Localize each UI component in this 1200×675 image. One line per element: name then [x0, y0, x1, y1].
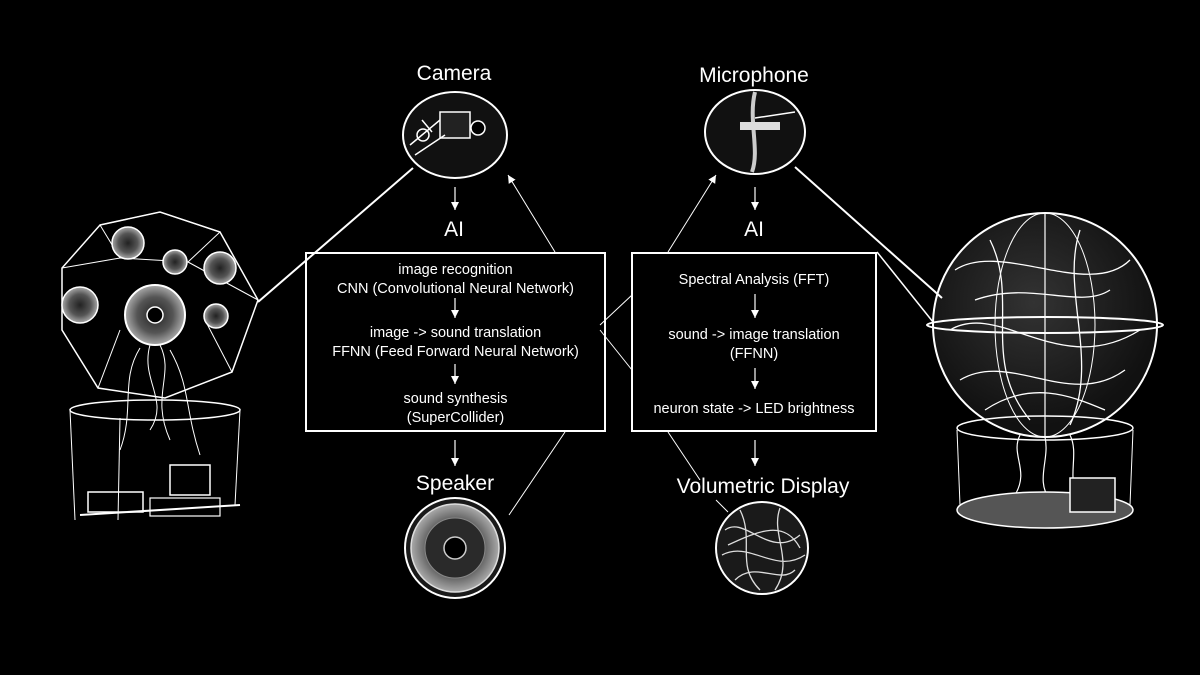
spectral-analysis-text: Spectral Analysis (FFT): [678, 272, 830, 288]
ffnn-text: FFNN (Feed Forward Neural Network): [332, 344, 579, 360]
right-ffnn-text: (FFNN): [729, 346, 779, 362]
microphone-photo: [704, 89, 806, 175]
flow-arrows: [451, 187, 759, 466]
sound-synthesis-text: sound synthesis: [403, 391, 508, 407]
left-ai-process-box: image recognition CNN (Convolutional Neu…: [305, 252, 606, 432]
camera-label: Camera: [416, 62, 492, 85]
right-ai-label: AI: [744, 218, 764, 241]
speaker-sculpture-illustration: [61, 211, 259, 521]
image-recognition-text: image recognition: [398, 262, 513, 278]
volumetric-display-photo: [715, 501, 809, 595]
cnn-text: CNN (Convolutional Neural Network): [337, 281, 574, 297]
led-brightness-text: neuron state -> LED brightness: [653, 401, 855, 417]
camera-photo: [402, 91, 508, 179]
connector-lines: [257, 166, 943, 323]
image-sound-translation-text: image -> sound translation: [369, 325, 542, 341]
left-ai-label: AI: [444, 218, 464, 241]
volumetric-display-label: Volumetric Display: [676, 475, 850, 498]
speaker-label: Speaker: [415, 472, 495, 495]
microphone-label: Microphone: [699, 64, 809, 87]
sound-image-translation-text: sound -> image translation: [668, 327, 840, 343]
speaker-photo: [404, 497, 506, 599]
supercollider-text: (SuperCollider): [406, 410, 505, 426]
cross-lines: [507, 174, 729, 516]
right-ai-process-box: Spectral Analysis (FFT) sound -> image t…: [631, 252, 877, 432]
volumetric-sculpture-illustration: [926, 212, 1164, 529]
